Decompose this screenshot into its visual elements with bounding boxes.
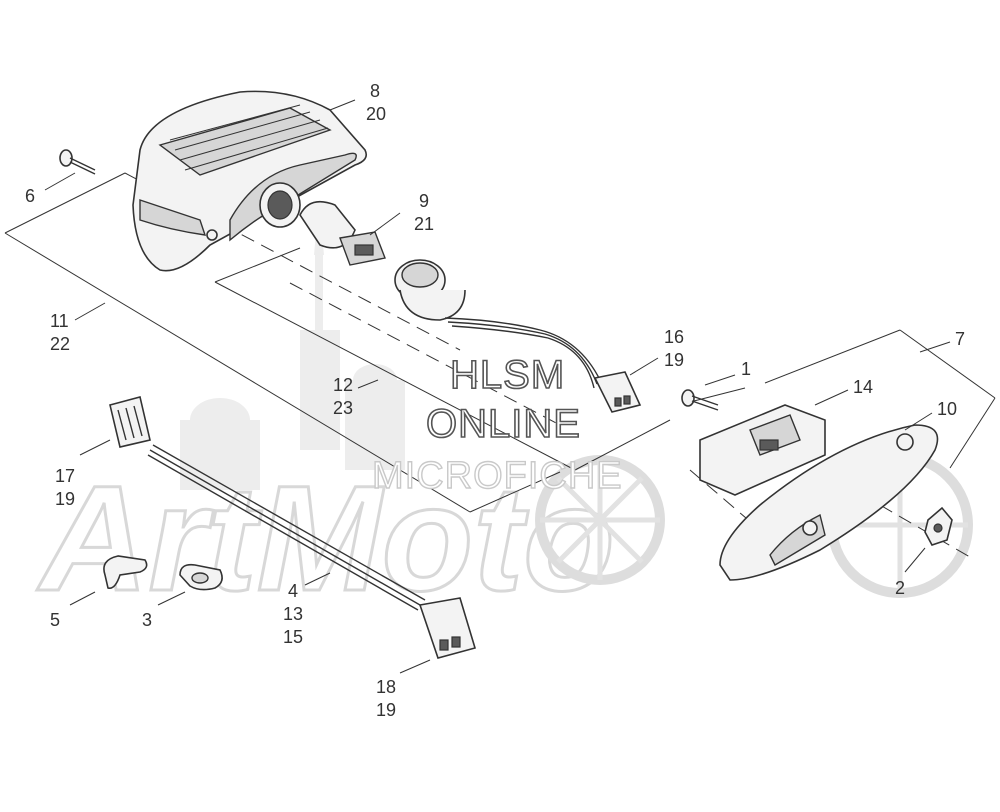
callout-5: 5	[50, 610, 60, 630]
callout-3: 3	[142, 610, 152, 630]
tail-lamp-lens	[132, 90, 368, 272]
callout-10: 10	[937, 399, 957, 419]
callout-1: 1	[741, 359, 751, 379]
watermark-hlsm: HLSM	[450, 353, 565, 397]
leader-lines	[44, 99, 951, 674]
watermark-skyline	[180, 200, 405, 490]
callout-14: 14	[853, 377, 873, 397]
callout-18: 18 19	[376, 677, 401, 720]
callout-4: 4 13 15	[283, 581, 308, 647]
bulb	[299, 200, 386, 266]
assembly-frames	[4, 172, 996, 561]
cable-clip-b	[179, 563, 223, 591]
nut	[924, 506, 953, 546]
cable-clip-a	[103, 555, 148, 590]
socket-connector	[593, 371, 642, 413]
callout-16: 16 19	[664, 327, 689, 370]
screw	[59, 149, 96, 175]
watermark-logo: ArtMoto	[36, 454, 615, 622]
callouts: 8 20 6 9 21 11 22 16 19 12 23 7 1 14	[25, 81, 965, 720]
wire-harness	[109, 396, 477, 659]
circuit-board	[699, 404, 826, 496]
callout-8: 8 20	[366, 81, 386, 124]
bulb-socket	[394, 259, 601, 389]
mounting-screw	[681, 389, 719, 411]
callout-17: 17 19	[55, 466, 80, 509]
callout-11: 11 22	[50, 311, 74, 354]
callout-7: 7	[955, 329, 965, 349]
lamp-base	[719, 424, 939, 581]
callout-6: 6	[25, 186, 35, 206]
callout-12: 12 23	[333, 375, 358, 418]
watermark-microfiche: MICROFICHE	[372, 455, 623, 497]
watermark-online: ONLINE	[426, 402, 581, 446]
callout-9: 9 21	[414, 191, 434, 234]
callout-2: 2	[895, 578, 905, 598]
